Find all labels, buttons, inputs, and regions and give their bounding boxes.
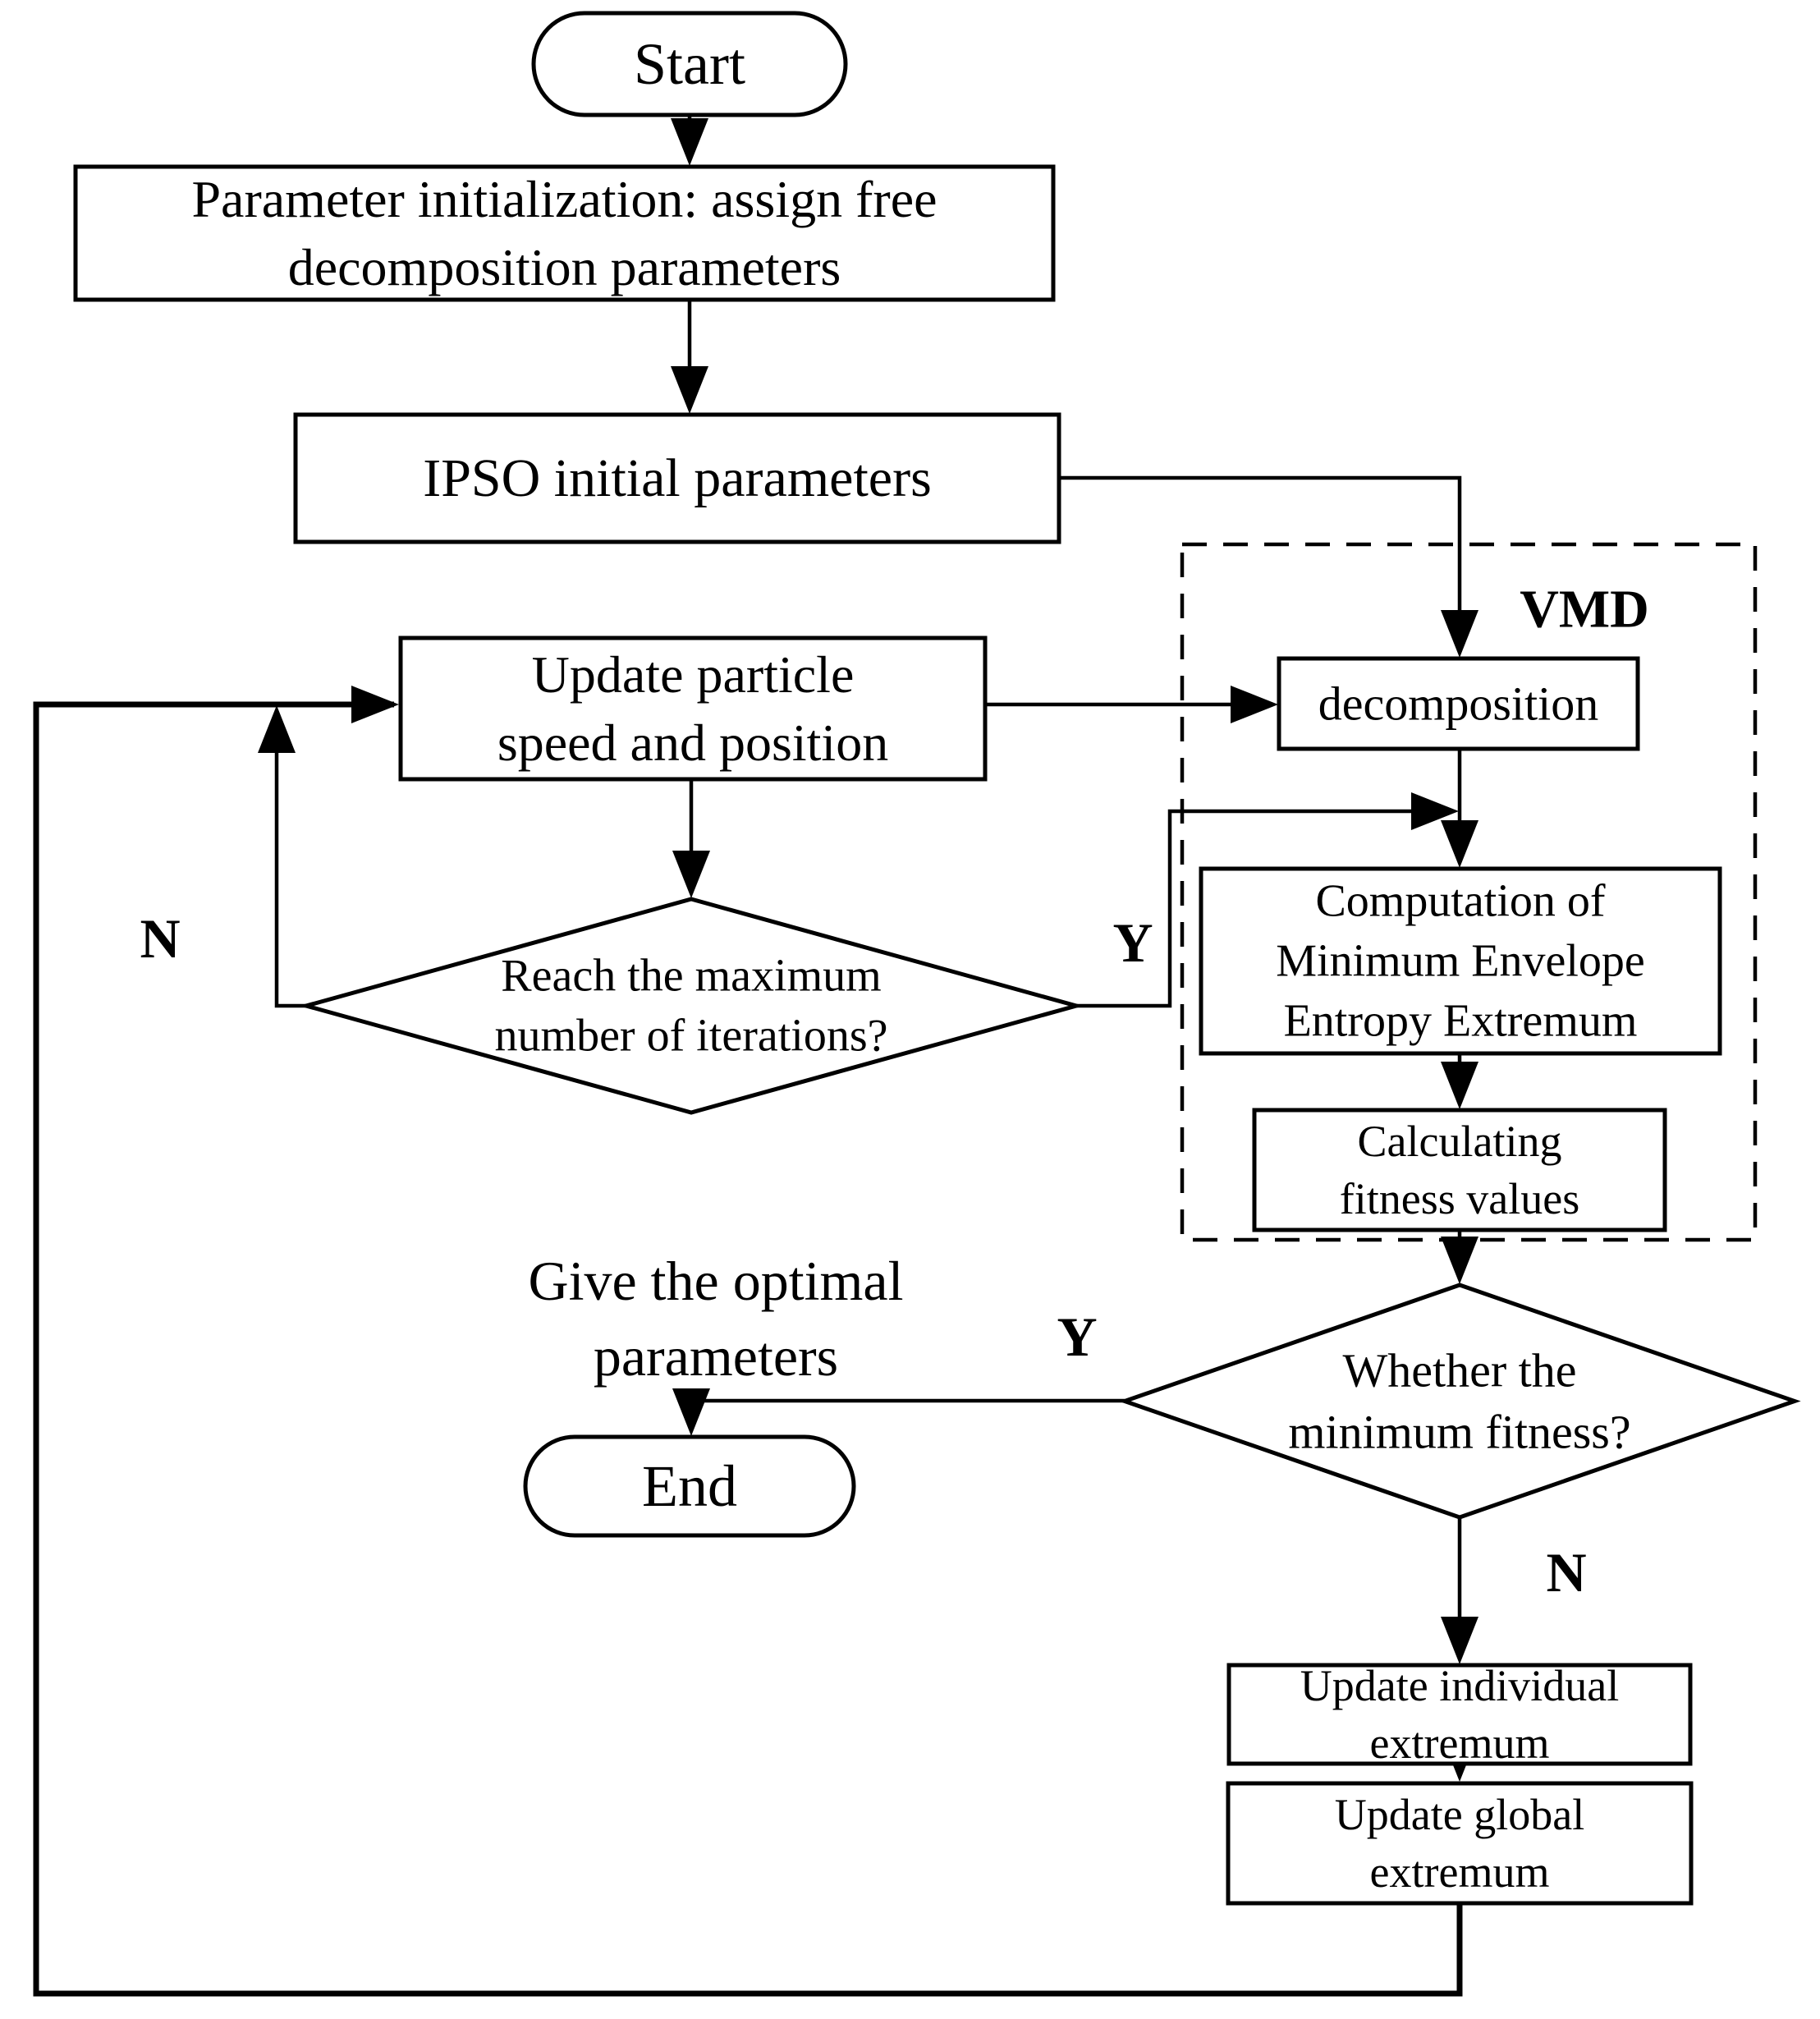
fitness-check-shape <box>1118 1283 1801 1520</box>
label-fitness-yes: Y <box>1057 1305 1097 1368</box>
vmd-decomposition-label: decomposition <box>1318 677 1599 731</box>
edge-ipso-to-decomposition <box>1059 475 1478 658</box>
node-ipso-initial-parameters: IPSO initial parameters <box>293 412 1061 544</box>
start-shape <box>531 11 848 117</box>
edge-iteration-yes-merge <box>1076 792 1459 1008</box>
start-label: Start <box>634 31 745 97</box>
vmd-group-label: VMD <box>1520 580 1649 640</box>
update-global-extremum-shape <box>1226 1781 1694 1906</box>
label-iteration-yes: Y <box>1112 911 1153 974</box>
edge-global-feedback-loop <box>33 686 1463 1997</box>
end-shape <box>523 1434 856 1538</box>
vmd-decomposition-shape <box>1277 656 1640 751</box>
ipso-initial-parameters-label: IPSO initial parameters <box>423 448 932 508</box>
vmd-dashed-border <box>1180 542 1758 1242</box>
ipso-initial-parameters-shape <box>293 412 1061 544</box>
edge-fitness-yes-to-end <box>672 1388 1125 1436</box>
node-vmd-decomposition: decomposition <box>1277 656 1640 751</box>
iteration-check-shape <box>298 897 1084 1115</box>
update-particle-shape <box>398 636 988 782</box>
node-end: End <box>523 1434 856 1538</box>
fitness-calculation-shape <box>1252 1108 1667 1232</box>
node-start: Start <box>531 11 848 117</box>
label-iteration-no: N <box>140 907 180 970</box>
edge-iteration-no-to-rail <box>258 705 306 1008</box>
end-label: End <box>642 1453 737 1519</box>
label-fitness-no: N <box>1546 1541 1586 1604</box>
parameter-initialization-shape <box>73 164 1056 302</box>
vmd-group: VMD <box>1180 542 1758 1242</box>
update-individual-extremum-shape <box>1226 1663 1693 1766</box>
envelope-entropy-computation-shape <box>1199 866 1722 1056</box>
